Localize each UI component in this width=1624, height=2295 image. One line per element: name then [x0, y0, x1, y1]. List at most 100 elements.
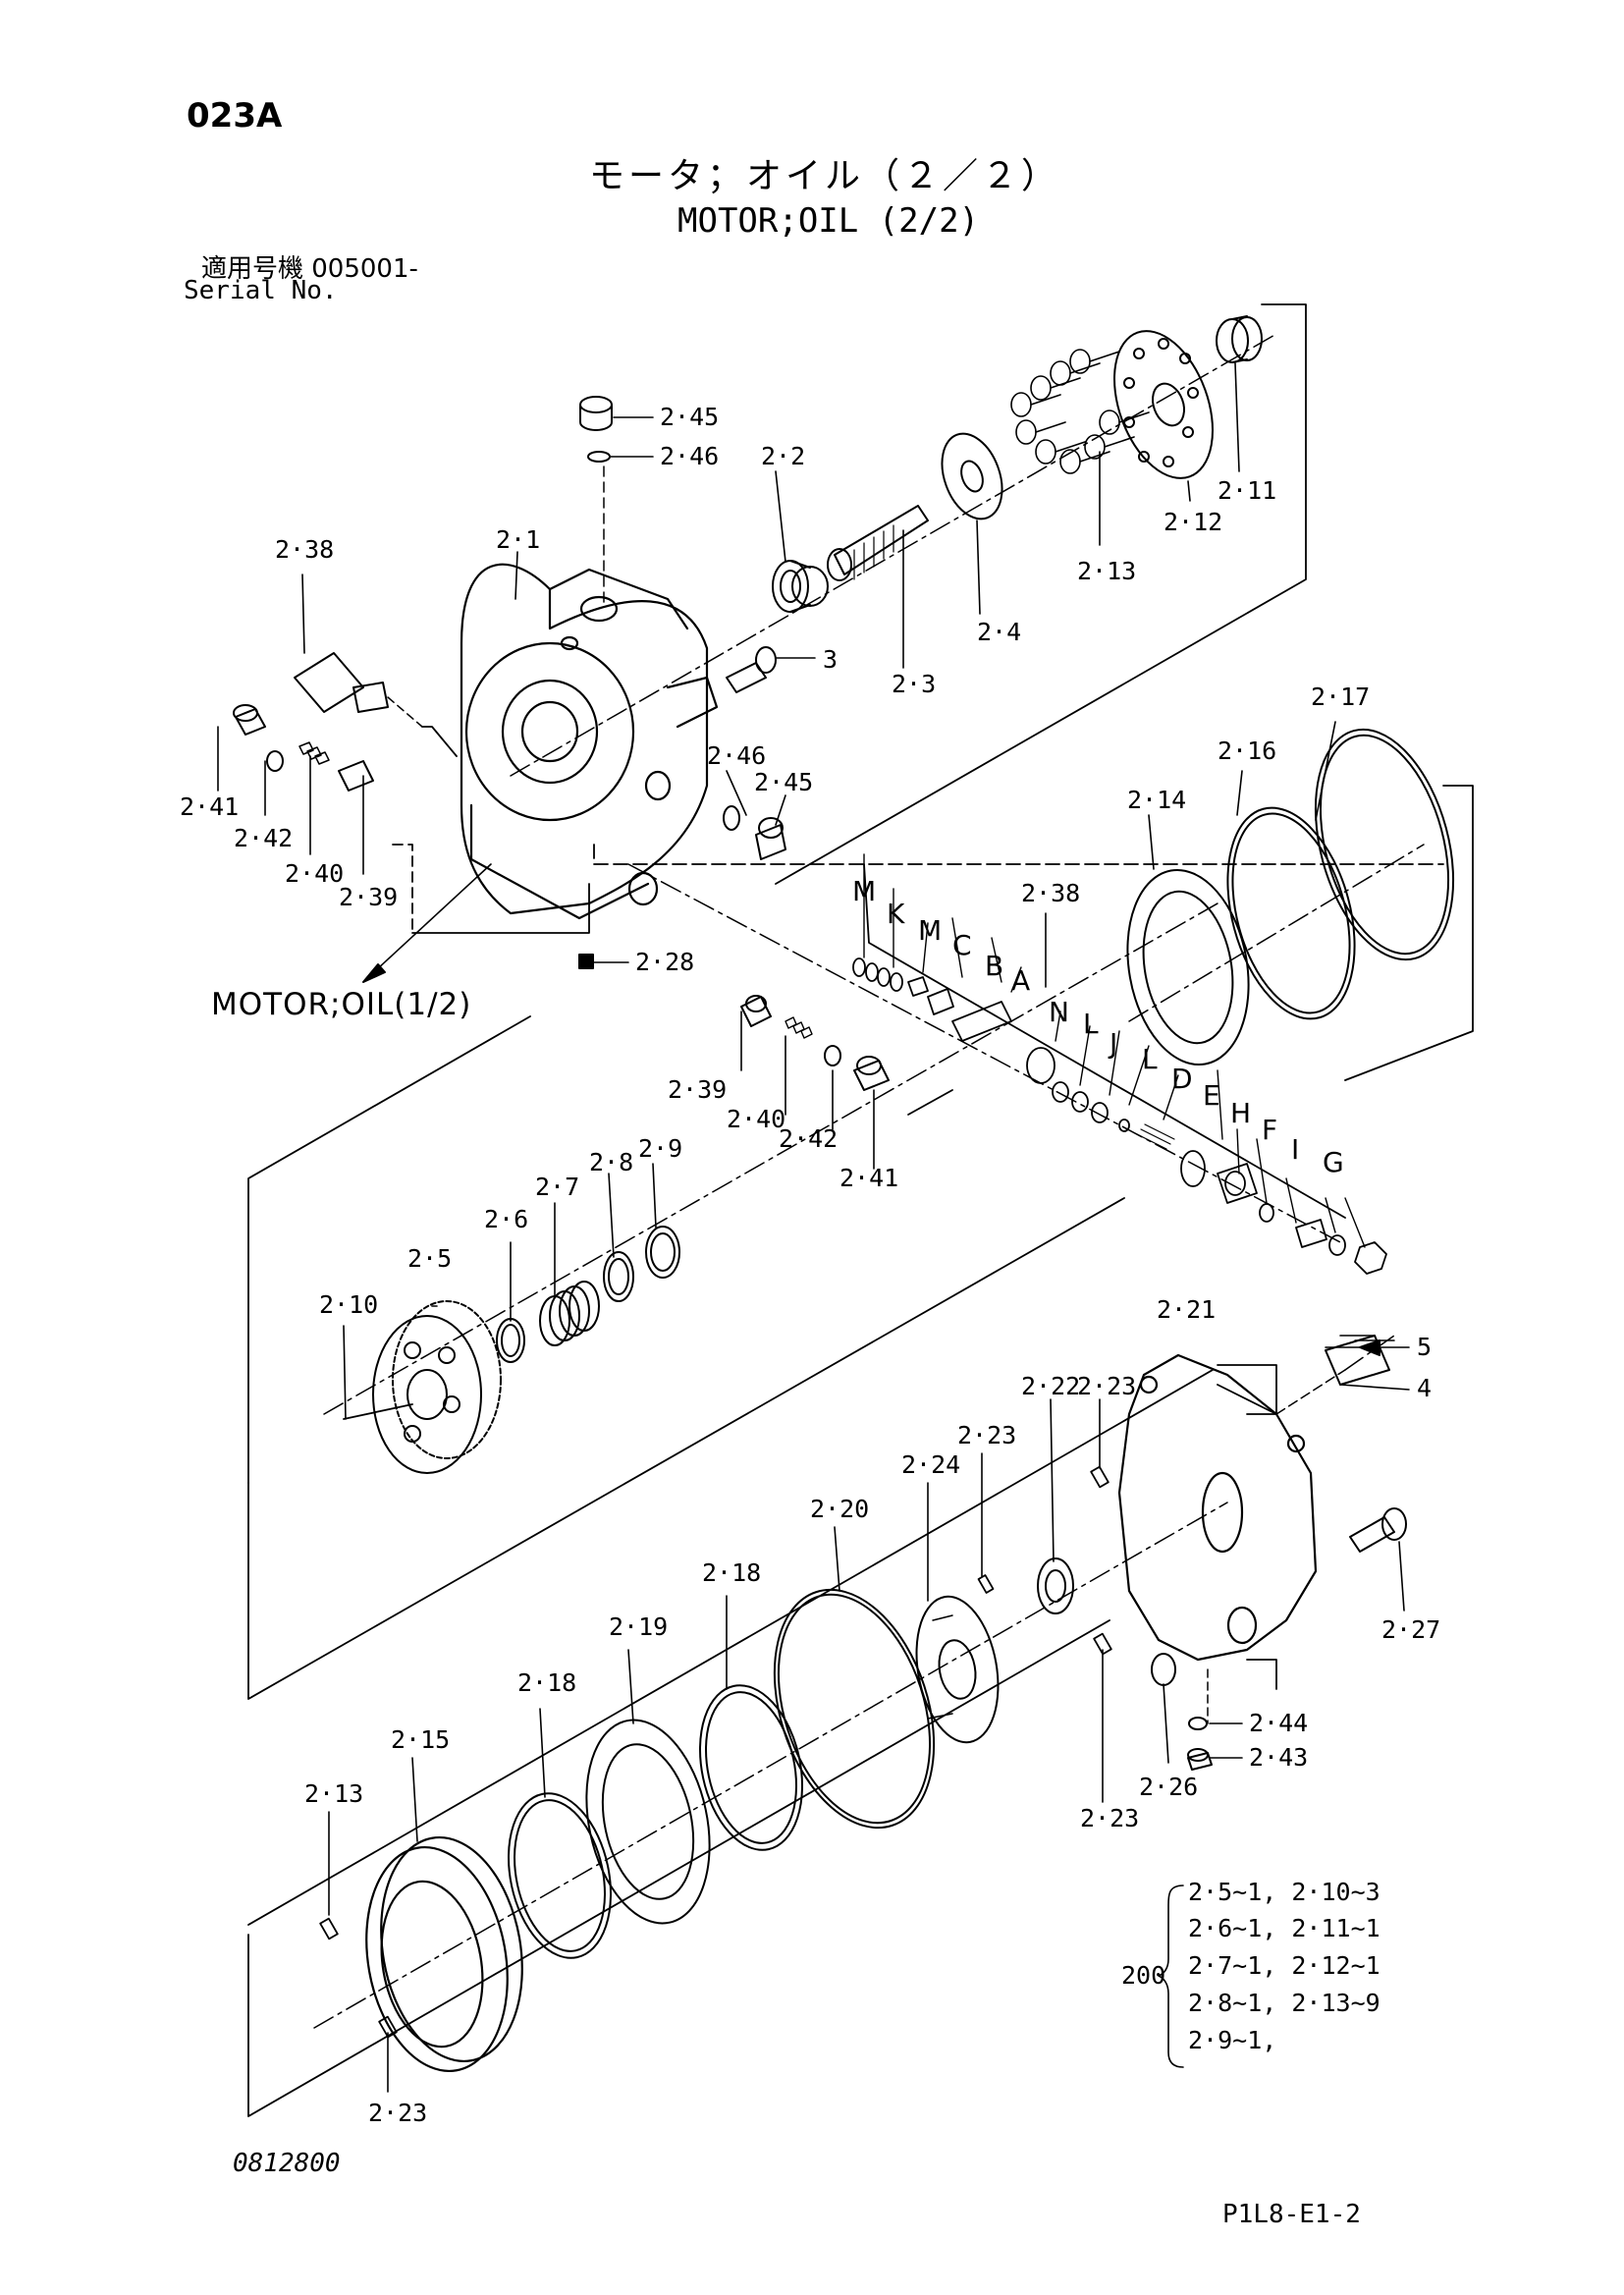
callout-2-23-c: 2·23 — [1080, 1804, 1139, 1832]
nameplate-arrow — [1359, 1339, 1380, 1356]
callout-5: 5 — [1417, 1333, 1432, 1361]
letter-j: J — [1108, 1027, 1117, 1060]
page-code: 023A — [187, 96, 283, 136]
pin-2-28 — [578, 954, 594, 969]
callout-2-45-side: 2·45 — [754, 768, 813, 796]
piston-2-15 — [365, 1835, 523, 2073]
callout-2-17: 2·17 — [1311, 683, 1370, 711]
pins-2-23 — [319, 1465, 1112, 2039]
page-title-japanese: モータ；オイル（２／２） — [589, 156, 1061, 196]
ring-2-18-right — [698, 1684, 804, 1851]
callout-2-43: 2·43 — [1249, 1743, 1308, 1772]
callout-2-7: 2·7 — [535, 1173, 579, 1201]
shaft-2-3 — [827, 505, 929, 581]
letter-d: D — [1171, 1063, 1193, 1095]
parts-2-43-2-44-2-26 — [1151, 1653, 1213, 1771]
letter-b: B — [985, 950, 1003, 982]
relief-valve-assembly — [852, 957, 1387, 1275]
ring-2-9 — [645, 1226, 680, 1279]
letter-i: I — [1291, 1133, 1299, 1166]
callout-2-38-right: 2·38 — [1021, 879, 1080, 907]
callout-2-24: 2·24 — [901, 1450, 960, 1479]
leader-lines — [217, 362, 1410, 2093]
axis-lines — [313, 333, 1425, 2029]
callout-2-39-bottom: 2·39 — [668, 1075, 727, 1104]
spring-2-7 — [539, 1281, 600, 1346]
callout-2-42-bottom: 2·42 — [779, 1124, 838, 1153]
callout-2-41-bottom: 2·41 — [839, 1164, 898, 1192]
letter-g: G — [1323, 1146, 1344, 1178]
callout-2-1: 2·1 — [496, 525, 540, 554]
plug-2-45-top — [579, 396, 613, 605]
cover-2-21 — [1117, 1353, 1346, 1662]
callout-2-26: 2·26 — [1139, 1773, 1198, 1801]
callout-2-20: 2·20 — [810, 1495, 869, 1523]
plate-2-19 — [585, 1719, 711, 1925]
callout-2-40-left: 2·40 — [285, 859, 344, 888]
letter-l-2: L — [1142, 1043, 1158, 1075]
letter-m-1: M — [852, 875, 876, 907]
callout-2-22: 2·22 — [1021, 1372, 1080, 1400]
plug-2-45-side — [723, 805, 786, 860]
callout-2-13-top: 2·13 — [1077, 557, 1136, 585]
callout-2-16: 2·16 — [1218, 737, 1276, 765]
callout-2-9: 2·9 — [638, 1134, 682, 1163]
kit-row-1: 2·5~1, 2·10~3 — [1188, 1878, 1380, 1906]
callout-2-45-top: 2·45 — [660, 403, 719, 431]
letter-m-2: M — [918, 914, 942, 947]
callout-3: 3 — [823, 645, 838, 674]
bearing-2-22 — [1037, 1557, 1074, 1614]
valve-plate-2-24 — [915, 1595, 1000, 1744]
callout-2-23-a: 2·23 — [1077, 1372, 1136, 1400]
callout-2-14: 2·14 — [1127, 786, 1186, 814]
callout-2-6: 2·6 — [484, 1205, 528, 1233]
left-valve-cluster — [740, 995, 890, 1091]
callout-2-11: 2·11 — [1218, 476, 1276, 505]
callout-2-44: 2·44 — [1249, 1709, 1308, 1737]
nameplate-4-5 — [1325, 1335, 1395, 1386]
callout-2-18-left: 2·18 — [517, 1668, 576, 1697]
callout-2-5: 2·5 — [407, 1244, 452, 1273]
oring-2-17 — [1314, 728, 1455, 961]
bearing-2-2 — [772, 560, 829, 613]
bolt-2-27 — [1349, 1507, 1407, 1553]
callout-labels: 2·45 2·46 2·2 2·1 2·38 3 2·3 2·4 2·11 2·… — [180, 403, 1440, 2127]
kit-bracket — [1158, 1885, 1184, 2068]
callout-2-21: 2·21 — [1157, 1295, 1216, 1324]
plate-2-4 — [941, 432, 1003, 520]
serial-label-english: Serial No. — [184, 276, 338, 305]
callout-2-23-d: 2·23 — [368, 2099, 427, 2127]
callout-2-41-left: 2·41 — [180, 792, 239, 821]
ring-2-11 — [1216, 315, 1263, 363]
letter-e: E — [1203, 1079, 1220, 1112]
gear-2-5 — [343, 1300, 502, 1474]
callout-2-38-top: 2·38 — [275, 535, 334, 564]
letter-f: F — [1262, 1114, 1277, 1146]
page-title-english: MOTOR;OIL (2/2) — [677, 201, 980, 241]
letter-leader-lines — [863, 853, 1366, 1248]
letter-n: N — [1049, 996, 1069, 1028]
letter-l-1: L — [1083, 1008, 1099, 1040]
callout-2-18-right: 2·18 — [702, 1558, 761, 1587]
plug-2-41-left — [233, 704, 374, 792]
letter-k: K — [887, 898, 905, 930]
callout-2-23-b: 2·23 — [957, 1421, 1016, 1449]
reference-note: MOTOR;OIL(1/2) — [211, 987, 472, 1022]
reference-arrow — [362, 863, 492, 983]
callout-2-46-top: 2·46 — [660, 442, 719, 470]
retainer-plate-2-12 — [1113, 330, 1214, 479]
washer-2-8 — [603, 1251, 634, 1302]
page-reference: P1L8-E1-2 — [1222, 2200, 1361, 2229]
callout-2-28: 2·28 — [635, 948, 694, 976]
seal-2-14 — [1126, 868, 1250, 1066]
screw-3 — [726, 646, 777, 693]
valve-2-38-left — [294, 652, 423, 728]
ring-2-6 — [496, 1318, 525, 1363]
callout-2-4: 2·4 — [977, 618, 1021, 646]
callout-2-15: 2·15 — [391, 1725, 450, 1754]
callout-4: 4 — [1417, 1374, 1432, 1402]
callout-2-27: 2·27 — [1381, 1615, 1440, 1644]
callout-2-39-left: 2·39 — [339, 883, 398, 911]
pistons-2-13 — [1010, 349, 1150, 474]
